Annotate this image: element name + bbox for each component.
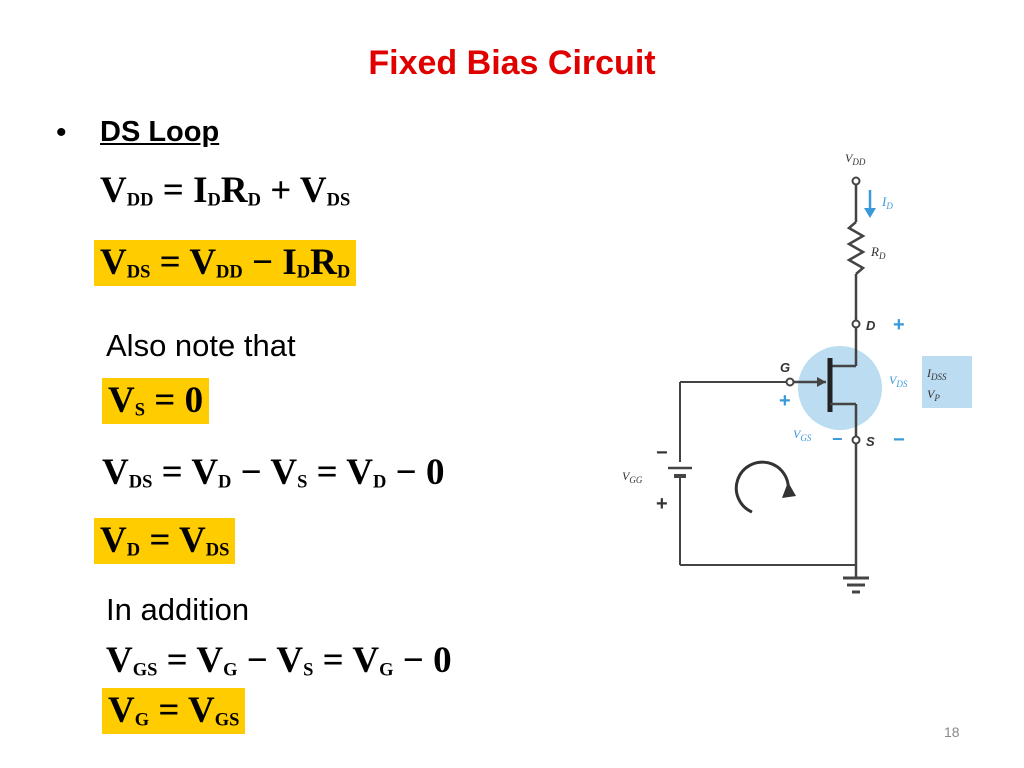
vdd-label: VDD <box>845 151 866 167</box>
vdd-terminal <box>851 176 861 186</box>
note-also: Also note that <box>106 328 296 363</box>
gate-terminal <box>785 377 795 387</box>
loop-direction-icon <box>734 460 790 514</box>
equation-vds-highlighted: VDS = VDD − IDRD <box>94 240 357 286</box>
slide-title: Fixed Bias Circuit <box>368 44 656 82</box>
fixed-bias-circuit-diagram: VDD ID RD D + G + VDS IDSS VP VGS − S − … <box>622 151 972 594</box>
id-label: ID <box>881 194 893 211</box>
source-minus: − <box>893 429 905 451</box>
source-terminal <box>851 435 861 445</box>
vgs-label: VGS <box>793 427 812 443</box>
jfet-bubble <box>798 346 882 430</box>
vp-label: VP <box>927 387 940 403</box>
vgg-label: VGG <box>622 469 643 485</box>
equation-vds-vd: VDS = VD − VS = VD − 0 <box>102 452 445 493</box>
idss-label: IDSS <box>926 366 947 382</box>
drain-terminal <box>851 319 861 329</box>
resistor-rd <box>846 221 866 275</box>
equation-vd-highlighted: VD = VDS <box>94 518 236 564</box>
vgg-minus: − <box>656 442 668 464</box>
equation-vgs: VGS = VG − VS = VG − 0 <box>106 640 452 681</box>
equation-vdd: VDD = IDRD + VDS <box>100 170 351 211</box>
gate-arrow <box>817 377 826 387</box>
gate-plus: + <box>779 390 791 412</box>
section-heading: DS Loop <box>100 116 220 148</box>
vds-label: VDS <box>889 373 908 389</box>
drain-label: D <box>866 318 876 333</box>
equation-vg-highlighted: VG = VGS <box>102 688 246 734</box>
page-number: 18 <box>944 724 960 740</box>
jfet-param-box <box>922 356 972 408</box>
bullet-dot: • <box>56 116 67 149</box>
rd-label: RD <box>870 244 886 261</box>
vgs-minus: − <box>832 429 843 449</box>
drain-plus: + <box>893 314 905 336</box>
source-label: S <box>866 434 875 449</box>
vgg-plus: + <box>656 493 668 515</box>
gate-label: G <box>780 360 790 375</box>
note-in-addition: In addition <box>106 592 250 627</box>
equation-vs-highlighted: VS = 0 <box>102 378 210 424</box>
